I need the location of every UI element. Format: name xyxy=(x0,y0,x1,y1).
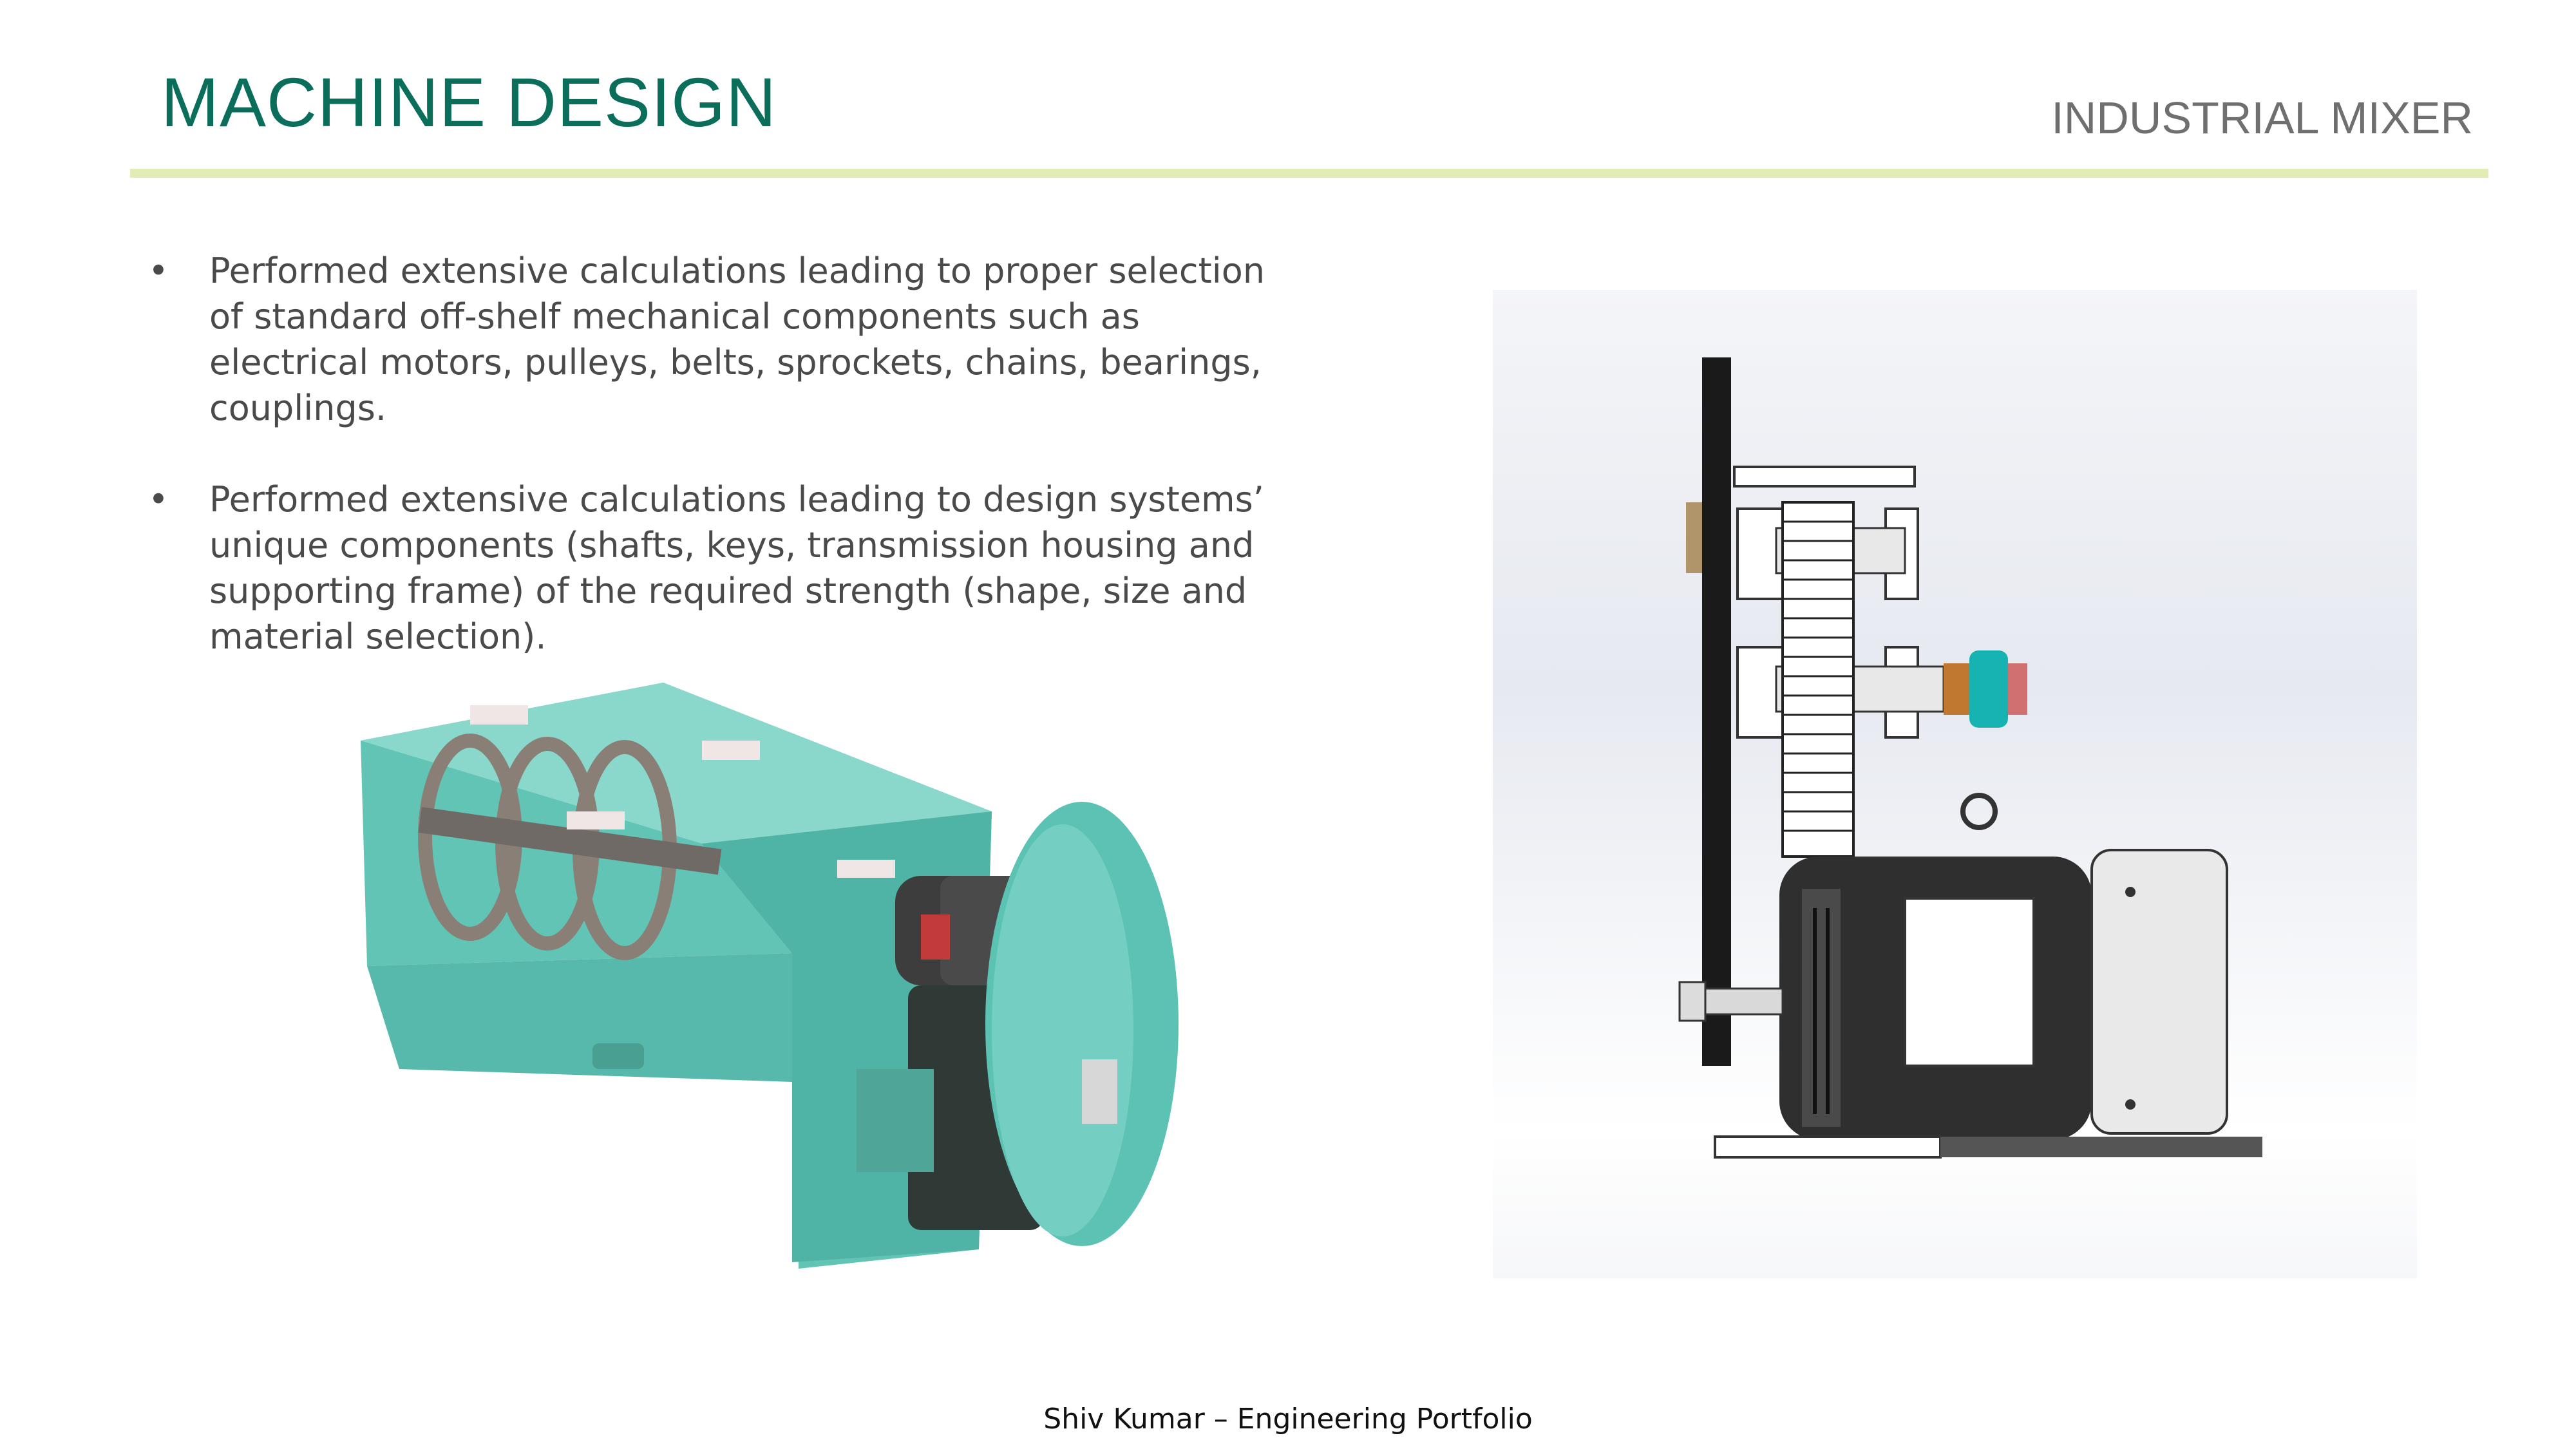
bullet-list: • Performed extensive calculations leadi… xyxy=(145,248,1304,705)
header-divider xyxy=(130,169,2488,178)
footer-text: Shiv Kumar – Engineering Portfolio xyxy=(1043,1403,1533,1435)
bullet-icon: • xyxy=(148,479,169,520)
bullet-text: Performed extensive calculations leading… xyxy=(209,251,1265,428)
drive-assembly-render xyxy=(1493,290,2417,1278)
slide-subtitle: INDUSTRIAL MIXER xyxy=(2051,93,2473,143)
bullet-icon: • xyxy=(148,251,169,291)
slide-title: MACHINE DESIGN xyxy=(161,63,777,141)
bullet-item: • Performed extensive calculations leadi… xyxy=(145,248,1304,431)
bullet-text: Performed extensive calculations leading… xyxy=(209,479,1264,657)
industrial-mixer-photo xyxy=(361,683,1179,1269)
bullet-item: • Performed extensive calculations leadi… xyxy=(145,477,1304,659)
